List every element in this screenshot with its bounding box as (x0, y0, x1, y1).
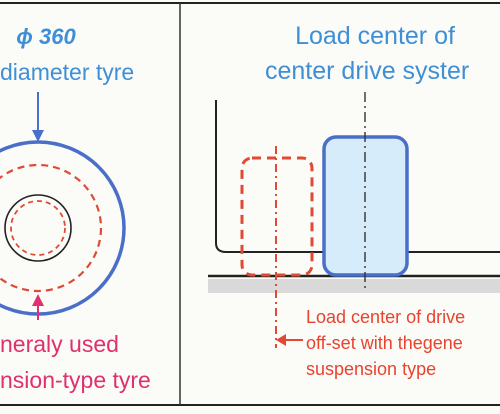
caption-line-1: neraly used (0, 331, 119, 357)
annotation-line-1: Load center of drive (306, 307, 465, 327)
annotation-arrow-head (276, 334, 286, 346)
tyre-size-label: ϕ 360 (16, 24, 76, 49)
annotation-line-2: off-set with thegene (306, 333, 463, 353)
annotation-line-3: suspension type (306, 359, 436, 379)
title-line-2: center drive syster (265, 57, 469, 85)
hub-inner-dashed (10, 200, 66, 256)
left-panel: ϕ 360 diameter tyre neraly used nsion-ty… (0, 24, 151, 393)
right-panel: Load center of center drive syster Load … (208, 22, 500, 379)
vehicle-body-outline (215, 100, 500, 253)
suspension-tyre-dashed (0, 163, 103, 293)
ground-strip (208, 279, 500, 293)
title-line-1: Load center of (295, 22, 455, 50)
diameter-tyre-label: diameter tyre (0, 59, 134, 85)
pink-arrow-head (32, 294, 44, 306)
hub-outer-circle (4, 194, 72, 262)
caption-line-2: nsion-type tyre (0, 367, 151, 393)
blue-arrow-head (32, 130, 44, 142)
